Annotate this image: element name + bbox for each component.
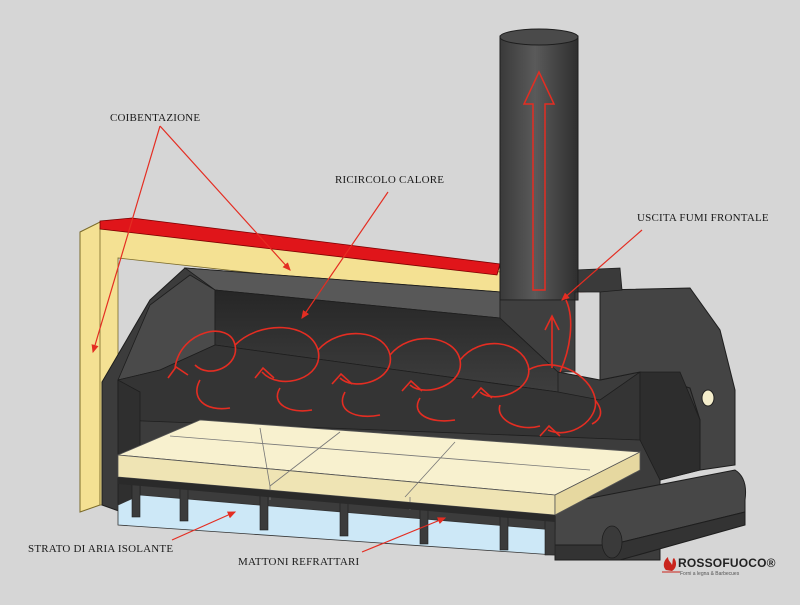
- vent-hole: [701, 389, 715, 407]
- brand-name: ROSSOFUOCO®: [678, 556, 776, 570]
- air-layer: [117, 481, 556, 556]
- label-coibentazione: COIBENTAZIONE: [110, 112, 201, 124]
- chimney: [499, 28, 579, 373]
- brand-logo-icon: [662, 557, 680, 573]
- label-ricircolo-calore: RICIRCOLO CALORE: [335, 174, 445, 186]
- brand-tagline: Forni a legna & Barbecues: [680, 571, 740, 577]
- label-uscita-fumi: USCITA FUMI FRONTALE: [637, 212, 769, 224]
- heat-circulation-arrows: [167, 299, 602, 437]
- refractory-bricks: [117, 419, 642, 522]
- label-mattoni: MATTONI REFRATTARI: [238, 556, 360, 568]
- label-strato-aria: STRATO DI ARIA ISOLANTE: [28, 543, 174, 555]
- leader-lines: [91, 125, 643, 553]
